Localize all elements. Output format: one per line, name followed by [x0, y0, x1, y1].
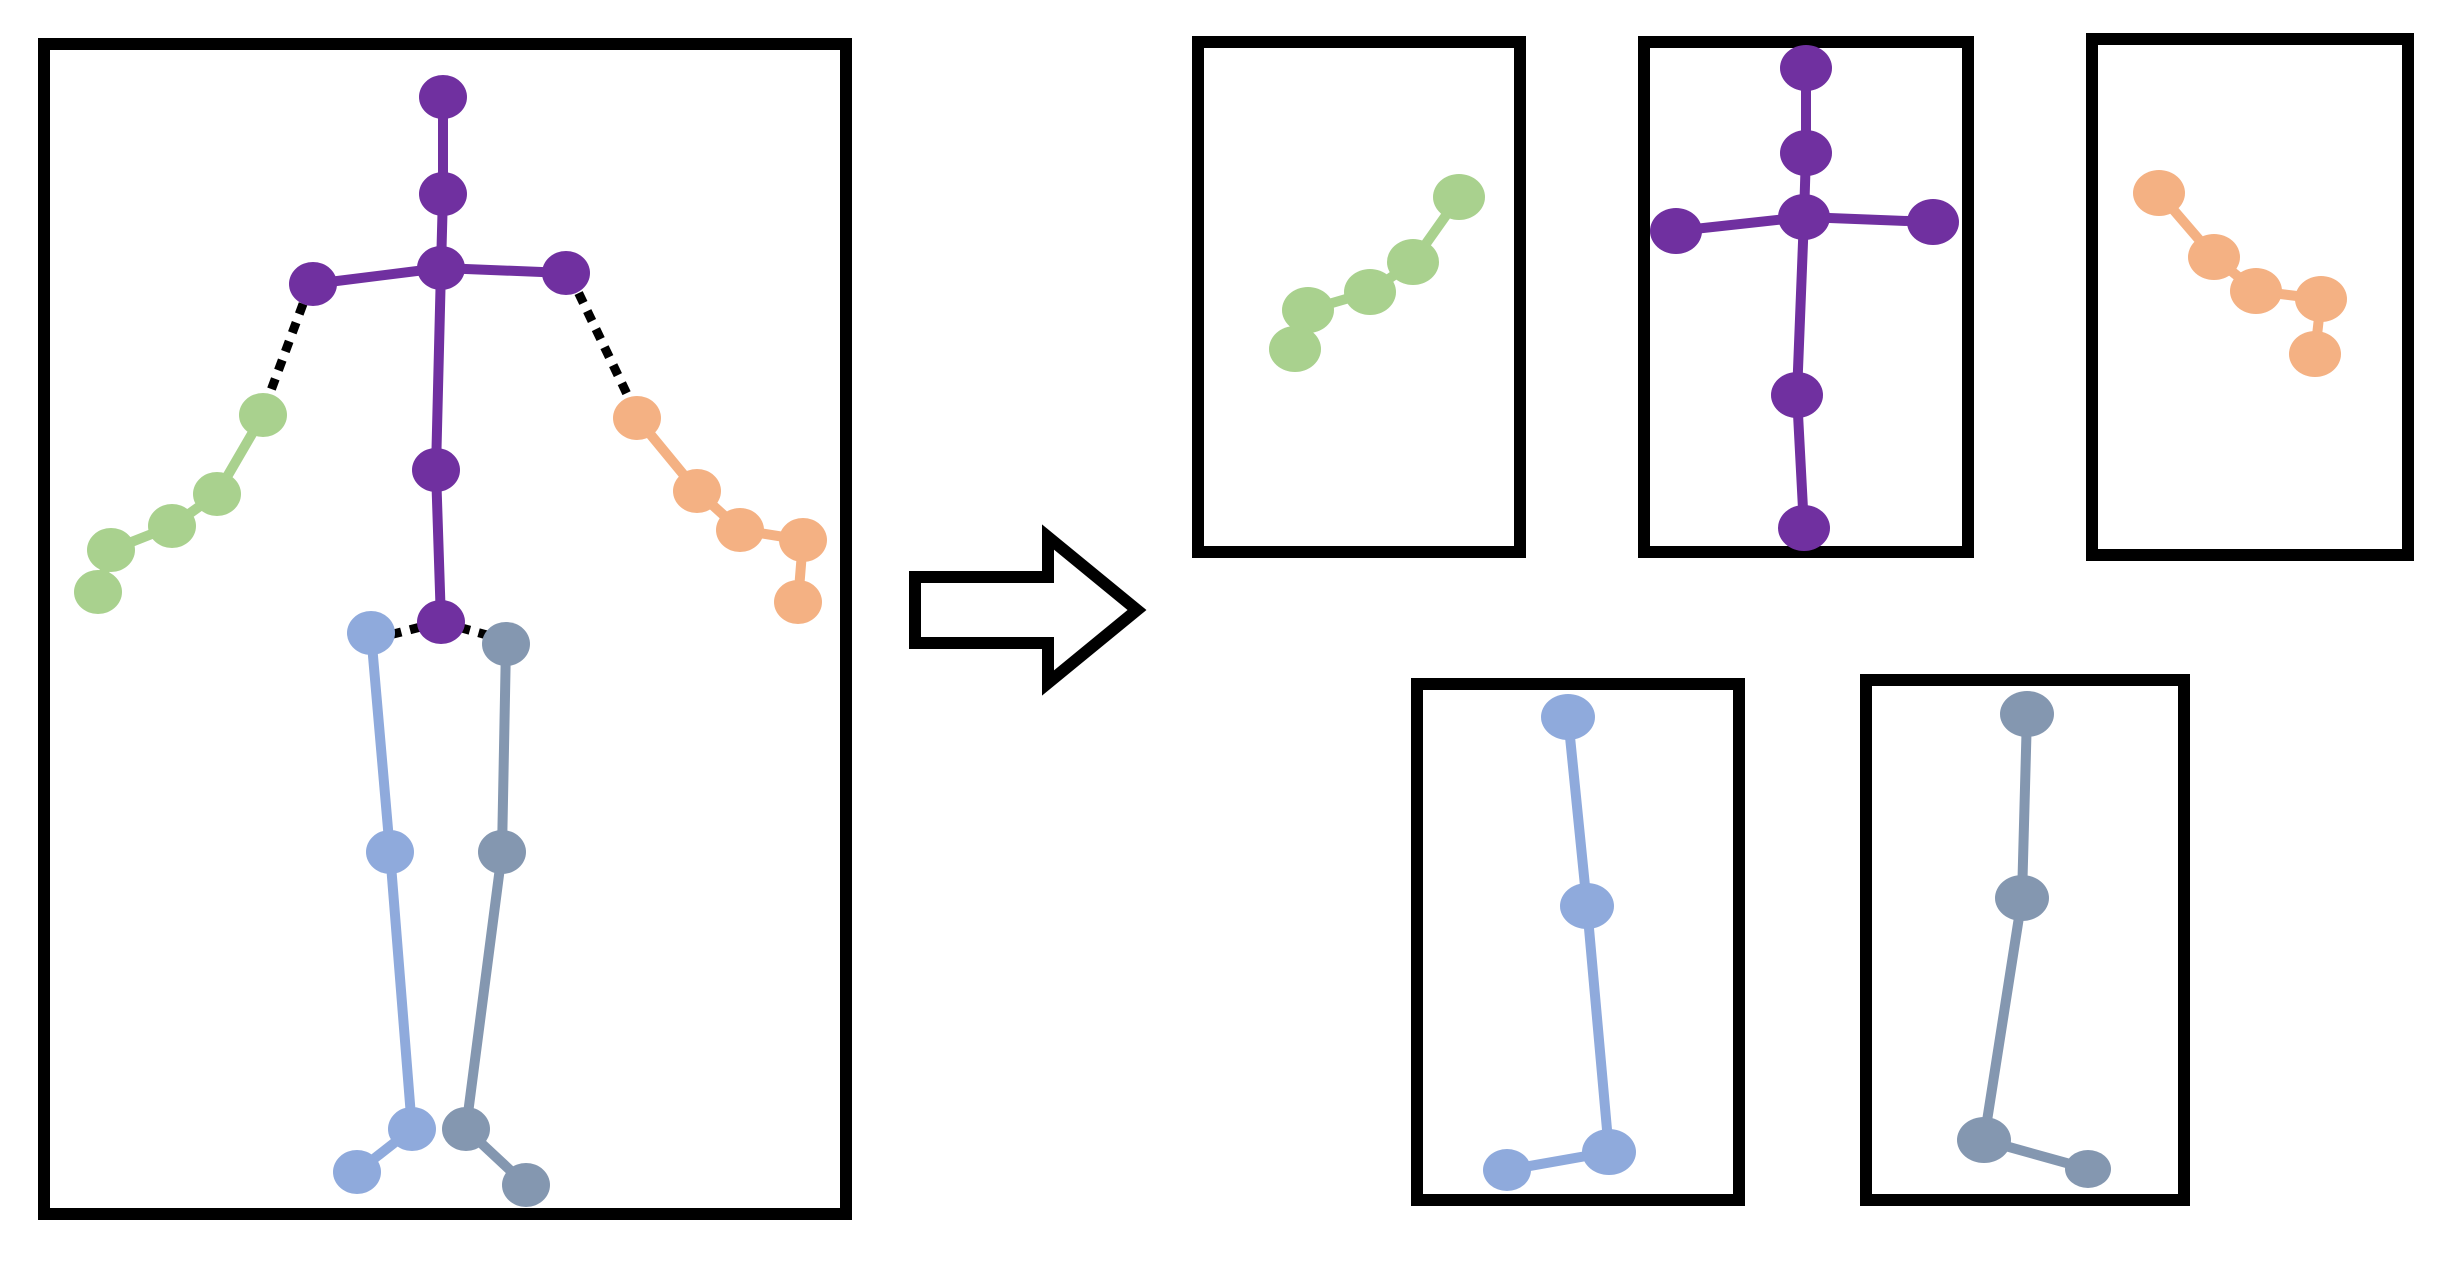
- joint-right-hip: [482, 622, 530, 666]
- torso-panel: [1638, 36, 1974, 558]
- arrow-shape: [909, 524, 1147, 696]
- full-right-leg: [442, 622, 550, 1207]
- part-joint-hip: [2000, 691, 2054, 737]
- joint-left-wrist: [193, 472, 241, 516]
- joint-head-top: [419, 75, 467, 119]
- part-joint-thumb: [1269, 326, 1321, 372]
- joint-left-finger: [87, 528, 135, 572]
- part-joint-ankle: [1582, 1129, 1636, 1175]
- part-joint-knee: [1560, 883, 1614, 929]
- right-leg-part: [1957, 691, 2111, 1188]
- joint-pelvis: [417, 600, 465, 644]
- right-leg-frame: [1860, 674, 2190, 1206]
- part-joint-spine: [1771, 372, 1823, 418]
- part-joint-wrist: [1387, 239, 1439, 285]
- joint-left-toe: [333, 1150, 381, 1194]
- joint-right-ankle: [442, 1107, 490, 1151]
- part-joint-hand: [2230, 268, 2282, 314]
- left-arm-frame: [1192, 36, 1526, 558]
- left-arm-part: [1269, 174, 1485, 372]
- dotted-link-left-shoulder: [258, 283, 315, 414]
- joint-left-thumb: [74, 570, 122, 614]
- joint-spine: [412, 448, 460, 492]
- dotted-link-right-shoulder: [565, 273, 642, 417]
- right-leg-panel: [1860, 674, 2190, 1206]
- left-leg-frame: [1411, 678, 1745, 1206]
- part-joint-finger: [1282, 287, 1334, 333]
- part-joint-head-top: [1780, 45, 1832, 91]
- part-joint-pelvis: [1778, 505, 1830, 551]
- joint-right-thumb: [774, 580, 822, 624]
- right-arrow-icon: [909, 524, 1147, 696]
- full-skeleton-frame: [38, 38, 852, 1220]
- joint-right-elbow: [613, 396, 661, 440]
- joint-right-wrist: [673, 469, 721, 513]
- right-arm-part: [2133, 170, 2347, 377]
- joint-left-knee: [366, 830, 414, 874]
- part-joint-right-shoulder: [1907, 199, 1959, 245]
- full-left-arm: [74, 393, 287, 614]
- joint-left-hip: [347, 611, 395, 655]
- torso-part: [1650, 45, 1959, 551]
- part-joint-hand: [1344, 269, 1396, 315]
- joint-right-finger: [779, 518, 827, 562]
- part-joint-hip: [1541, 694, 1595, 740]
- left-leg-bones: [352, 628, 417, 1177]
- right-arm-frame: [2086, 33, 2414, 561]
- part-joint-finger: [2295, 276, 2347, 322]
- right-arm-part-bones: [2154, 188, 2326, 304]
- part-joint-wrist: [2188, 234, 2240, 280]
- joint-left-elbow: [239, 393, 287, 437]
- joint-neck: [417, 246, 465, 290]
- joint-right-hand: [716, 508, 764, 552]
- full-skeleton-panel: [38, 38, 852, 1220]
- left-leg-part: [1483, 694, 1636, 1191]
- part-joint-thumb: [2289, 331, 2341, 377]
- part-joint-toe: [1483, 1149, 1531, 1191]
- part-joint-knee: [1995, 875, 2049, 921]
- left-leg-panel: [1411, 678, 1745, 1206]
- part-joint-neck: [1778, 194, 1830, 240]
- right-arm-panel: [2086, 33, 2414, 561]
- joint-right-knee: [478, 830, 526, 874]
- part-joint-neck-upper: [1780, 130, 1832, 176]
- full-right-arm: [613, 396, 827, 624]
- left-leg-part-bones: [1502, 712, 1614, 1175]
- left-arm-panel: [1192, 36, 1526, 558]
- full-left-leg: [333, 611, 436, 1194]
- joint-left-ankle: [388, 1107, 436, 1151]
- right-leg-bones: [461, 639, 531, 1190]
- right-leg-part-bones: [1979, 709, 2093, 1174]
- full-torso: [289, 75, 590, 644]
- part-joint-left-shoulder: [1650, 208, 1702, 254]
- part-joint-elbow: [2133, 170, 2185, 216]
- joint-left-hand: [148, 504, 196, 548]
- torso-frame: [1638, 36, 1974, 558]
- joint-right-shoulder: [542, 251, 590, 295]
- joint-right-toe: [502, 1163, 550, 1207]
- joint-left-shoulder: [289, 262, 337, 306]
- part-joint-toe: [2065, 1150, 2111, 1188]
- part-joint-ankle: [1957, 1117, 2011, 1163]
- joint-neck-upper: [419, 172, 467, 216]
- right-arm-bones: [632, 413, 808, 545]
- part-joint-elbow: [1433, 174, 1485, 220]
